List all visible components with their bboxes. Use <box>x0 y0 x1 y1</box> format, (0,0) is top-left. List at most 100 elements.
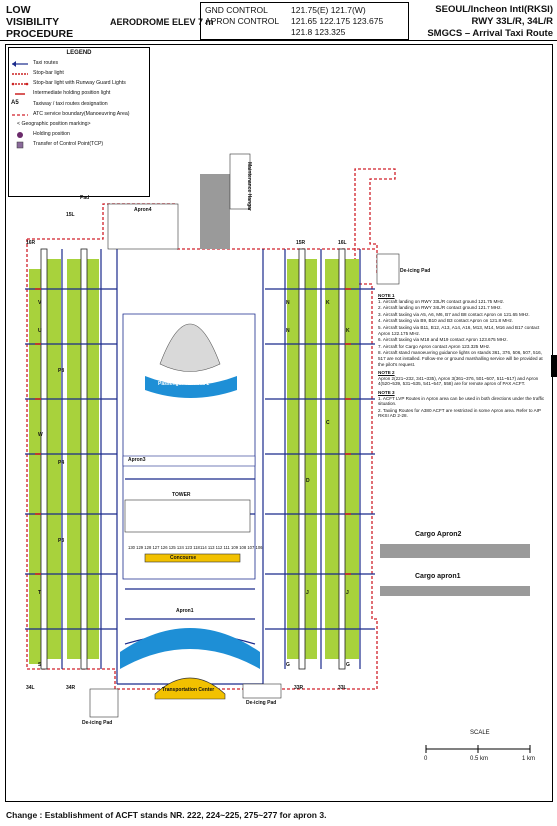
frequency-box: GND CONTROL 121.75(E) 121.7(W) APRON CON… <box>200 2 409 40</box>
procedure-line-3: PROCEDURE <box>6 28 74 40</box>
legend-text: < Geographic position marking> <box>17 121 91 127</box>
apron1-label: Apron1 <box>176 608 194 614</box>
apron3-label: Apron3 <box>128 457 146 463</box>
legend-item-designation: A5 Taxiway / taxi routes designation <box>11 100 147 110</box>
rwy-33r-label: 33R <box>294 685 304 691</box>
note1-item: 4. Aircraft taxiing via B9, B10 and B3 c… <box>378 318 514 324</box>
note1-item: 1. Aircraft landing on RWY 33L/R contact… <box>378 298 505 304</box>
taxi-route-icon <box>12 61 28 67</box>
procedure-title: LOW VISIBILITY PROCEDURE <box>6 4 73 40</box>
twy-g-label-1: G <box>286 662 290 668</box>
legend-text: Intermediate holding position light <box>33 90 111 96</box>
b-pad-label: Pad <box>80 195 90 201</box>
legend-text: Stop-bar light <box>33 70 64 76</box>
twy-v-label: V <box>38 300 42 306</box>
procedure-line-2: VISIBILITY <box>6 16 60 28</box>
twy-t-label: T <box>38 590 42 596</box>
legend-item-stop-bar: Stop-bar light <box>11 69 147 79</box>
gnd-control-freqs: 121.75(E) 121.7(W) <box>291 5 366 15</box>
rwy-15r-label: 15R <box>296 240 306 246</box>
twy-p8-label: P8 <box>58 368 65 374</box>
note1-title: NOTE 1 <box>378 293 395 298</box>
deicing-pad-south-label: De-icing Pad <box>246 700 277 706</box>
twy-p4-label: P4 <box>58 460 65 466</box>
legend-item-geo-marking: < Geographic position marking> <box>11 120 147 130</box>
concourse-label: Concourse <box>170 555 197 561</box>
twy-u-label: U <box>38 328 42 334</box>
scale-title: SCALE <box>470 730 490 736</box>
change-note: Change : Establishment of ACFT stands NR… <box>6 810 327 820</box>
holding-position-icon <box>17 132 23 138</box>
notes-panel: NOTE 1 1. Aircraft landing on RWY 33L/R … <box>378 290 548 420</box>
airport-name: SEOUL/Incheon Intl(RKSI) <box>435 4 553 15</box>
apron4-area <box>107 203 179 250</box>
transportation-center <box>154 677 226 700</box>
procedure-line-1: LOW <box>6 4 31 16</box>
atc-boundary-line <box>26 168 396 690</box>
twy-d-label: D <box>306 478 310 484</box>
twy-k-label-1: K <box>326 300 330 306</box>
note1-item: 3. Aircraft taxiing via A5, A6, M6, B7 a… <box>378 311 530 317</box>
stand-row-east: 114 113 112 111 109 108 107 106 <box>200 545 263 550</box>
rwy-34l-label: 34L <box>26 685 35 691</box>
twy-k-label-2: K <box>346 328 350 334</box>
note3-title: NOTE 3 <box>378 389 395 395</box>
note1-item: 2. Aircraft landing on RWY 34L/R contact… <box>378 305 502 311</box>
tcp-icon <box>16 141 24 149</box>
legend-text: Taxiway / taxi routes designation <box>33 101 108 107</box>
legend-title: LEGEND <box>66 50 92 56</box>
passenger-terminal1-label: Passenger Terminal 1 <box>160 655 212 661</box>
deicing-pad-southwest <box>89 688 119 718</box>
stand-row-west: 130 129 128 127 126 125 124 123 118 <box>128 545 200 550</box>
legend-item-atc-boundary: ATC service boundary(Manoeuvring Area) <box>11 110 147 120</box>
legend-text: ATC service boundary(Manoeuvring Area) <box>33 111 130 117</box>
designation-code: A5 <box>11 100 19 106</box>
apron4-label: Apron4 <box>134 207 152 213</box>
runway-16r-34l <box>40 248 48 670</box>
runway-designation: RWY 33L/R, 34L/R <box>471 16 553 27</box>
note1-item: 6. Aircraft taxiing via M18 and M19 cont… <box>378 337 508 343</box>
deicing-pad-east <box>376 253 400 285</box>
tower-area <box>124 499 251 533</box>
deicing-pad-south <box>242 683 282 699</box>
runway-16l-34r <box>338 248 346 670</box>
passenger-terminal2-label: Passenger Terminal 2 <box>158 381 210 387</box>
apron-control-freqs-2: 121.8 123.325 <box>291 27 346 37</box>
terminal2-roof <box>159 323 221 372</box>
legend-text: Transfer of Control Point(TCP) <box>33 141 104 147</box>
intermediate-holding-icon <box>15 93 25 95</box>
deicing-pad-east-label: De-icing Pad <box>400 268 431 274</box>
note3-item: 2. Taxiing Routes for A380 ACFT are rest… <box>378 407 541 419</box>
twy-g-label-2: G <box>346 662 350 668</box>
chart-identity: SEOUL/Incheon Intl(RKSI) RWY 33L/R, 34L/… <box>427 4 553 40</box>
twy-n-label-2: N <box>286 328 290 334</box>
legend-text: Taxi routes <box>33 60 59 66</box>
legend-item-taxi-routes: Taxi routes <box>11 59 147 69</box>
legend-text: Holding position <box>33 131 70 137</box>
legend-item-holding: Holding position <box>11 130 147 140</box>
scale-tick-half: 0.5 km <box>470 756 489 762</box>
aerodrome-elevation: AERODROME ELEV 7 m <box>110 17 214 27</box>
transportation-center-label: Transportation Center <box>162 687 215 693</box>
chart-frame <box>5 44 553 802</box>
east-grass-strips <box>287 259 359 659</box>
note2-title: NOTE 2 <box>378 370 395 376</box>
rwy-33l-label: 33L <box>338 685 347 691</box>
cargo-apron1-label: Cargo apron1 <box>415 573 461 580</box>
atc-boundary-icon <box>12 114 28 116</box>
header-divider <box>0 40 557 41</box>
passenger-terminal1 <box>120 628 260 669</box>
rwy-16r-label: 16R <box>26 240 36 246</box>
twy-p3-label: P3 <box>58 538 65 544</box>
passenger-terminal2 <box>145 376 237 398</box>
note2-text: Apron 2(221~232, 341~335), Apron 3(361~3… <box>378 375 539 387</box>
rwy-16l-label: 16L <box>338 240 347 246</box>
note1-item: 8. Aircraft stand manoeuvring guidance l… <box>378 350 543 367</box>
apron-control-freqs: 121.65 122.175 123.675 <box>291 16 384 26</box>
taxi-routes <box>25 249 375 685</box>
stop-bars <box>35 288 351 575</box>
note3-item: 1. ACFT LVP Routes in Apron area can be … <box>378 395 545 407</box>
runways <box>40 248 346 670</box>
twy-j-label-2: J <box>346 590 349 596</box>
legend-text: Stop-bar light with Runway Guard Lights <box>33 80 126 86</box>
